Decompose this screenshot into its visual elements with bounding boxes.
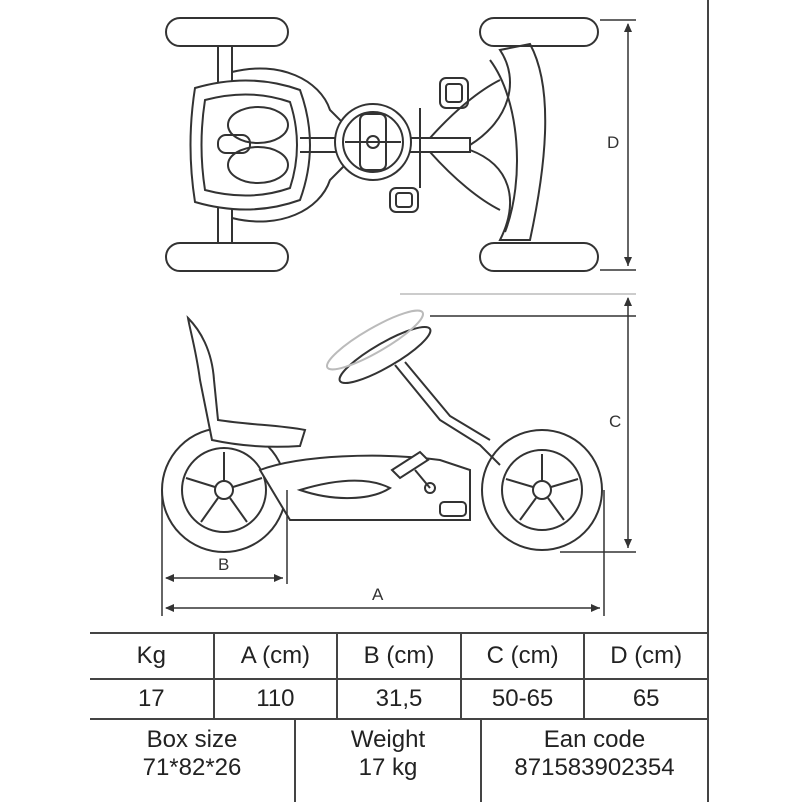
go-kart-technical-drawing: D C — [161, 17, 636, 616]
dimension-label-a: A — [372, 585, 384, 604]
weight-label: Weight — [350, 726, 426, 753]
top-wheel-front-bottom — [479, 242, 599, 272]
top-wheel-rear-bottom — [165, 242, 289, 272]
dimension-d — [600, 19, 636, 271]
top-wheel-rear-top — [165, 17, 289, 47]
dimension-b — [161, 490, 288, 616]
dimension-label-c: C — [609, 412, 621, 431]
dimension-label-d: D — [607, 133, 619, 152]
specs-header-a: A (cm) — [212, 632, 339, 680]
specs-value-row: 17 110 31,5 50-65 65 — [90, 678, 709, 720]
specs-value-c: 50-65 — [459, 678, 586, 720]
specs-value-kg: 17 — [90, 678, 215, 720]
bottom-info-row: Box size 71*82*26 Weight 17 kg Ean code … — [90, 718, 709, 802]
box-size-cell: Box size 71*82*26 — [90, 720, 296, 802]
weight-value: 17 kg — [358, 754, 418, 781]
box-size-label: Box size — [146, 726, 238, 753]
side-steering-wheel — [338, 326, 432, 384]
dimension-c — [400, 293, 636, 553]
side-wheel-front — [481, 429, 603, 551]
specs-table: Kg A (cm) B (cm) C (cm) D (cm) 17 110 31… — [90, 632, 709, 720]
specs-value-b: 31,5 — [336, 678, 462, 720]
top-pedal-lower — [389, 187, 419, 213]
steering-column — [394, 364, 501, 466]
specs-header-d: D (cm) — [583, 632, 709, 680]
front-fork — [469, 42, 547, 241]
weight-cell: Weight 17 kg — [296, 720, 482, 802]
side-pedal — [390, 450, 430, 480]
specs-header-c: C (cm) — [459, 632, 586, 680]
side-chassis — [258, 454, 471, 521]
specs-value-d: 65 — [583, 678, 709, 720]
dimension-a — [165, 490, 605, 616]
specs-header-kg: Kg — [90, 632, 215, 680]
frame-rail-bottom — [231, 159, 351, 223]
top-wheel-front-top — [479, 17, 599, 47]
side-seat — [186, 315, 307, 448]
specs-header-b: B (cm) — [336, 632, 462, 680]
ean-value: 871583902354 — [514, 754, 675, 781]
ean-cell: Ean code 871583902354 — [482, 720, 709, 802]
frame-rail-top — [231, 67, 351, 131]
dimension-label-b: B — [218, 555, 229, 574]
specs-value-a: 110 — [212, 678, 339, 720]
box-size-value: 71*82*26 — [142, 754, 242, 781]
specs-header-row: Kg A (cm) B (cm) C (cm) D (cm) — [90, 632, 709, 680]
ean-label: Ean code — [543, 726, 646, 753]
side-view — [161, 309, 603, 553]
top-view — [165, 17, 599, 272]
frame-right-border — [707, 0, 709, 632]
